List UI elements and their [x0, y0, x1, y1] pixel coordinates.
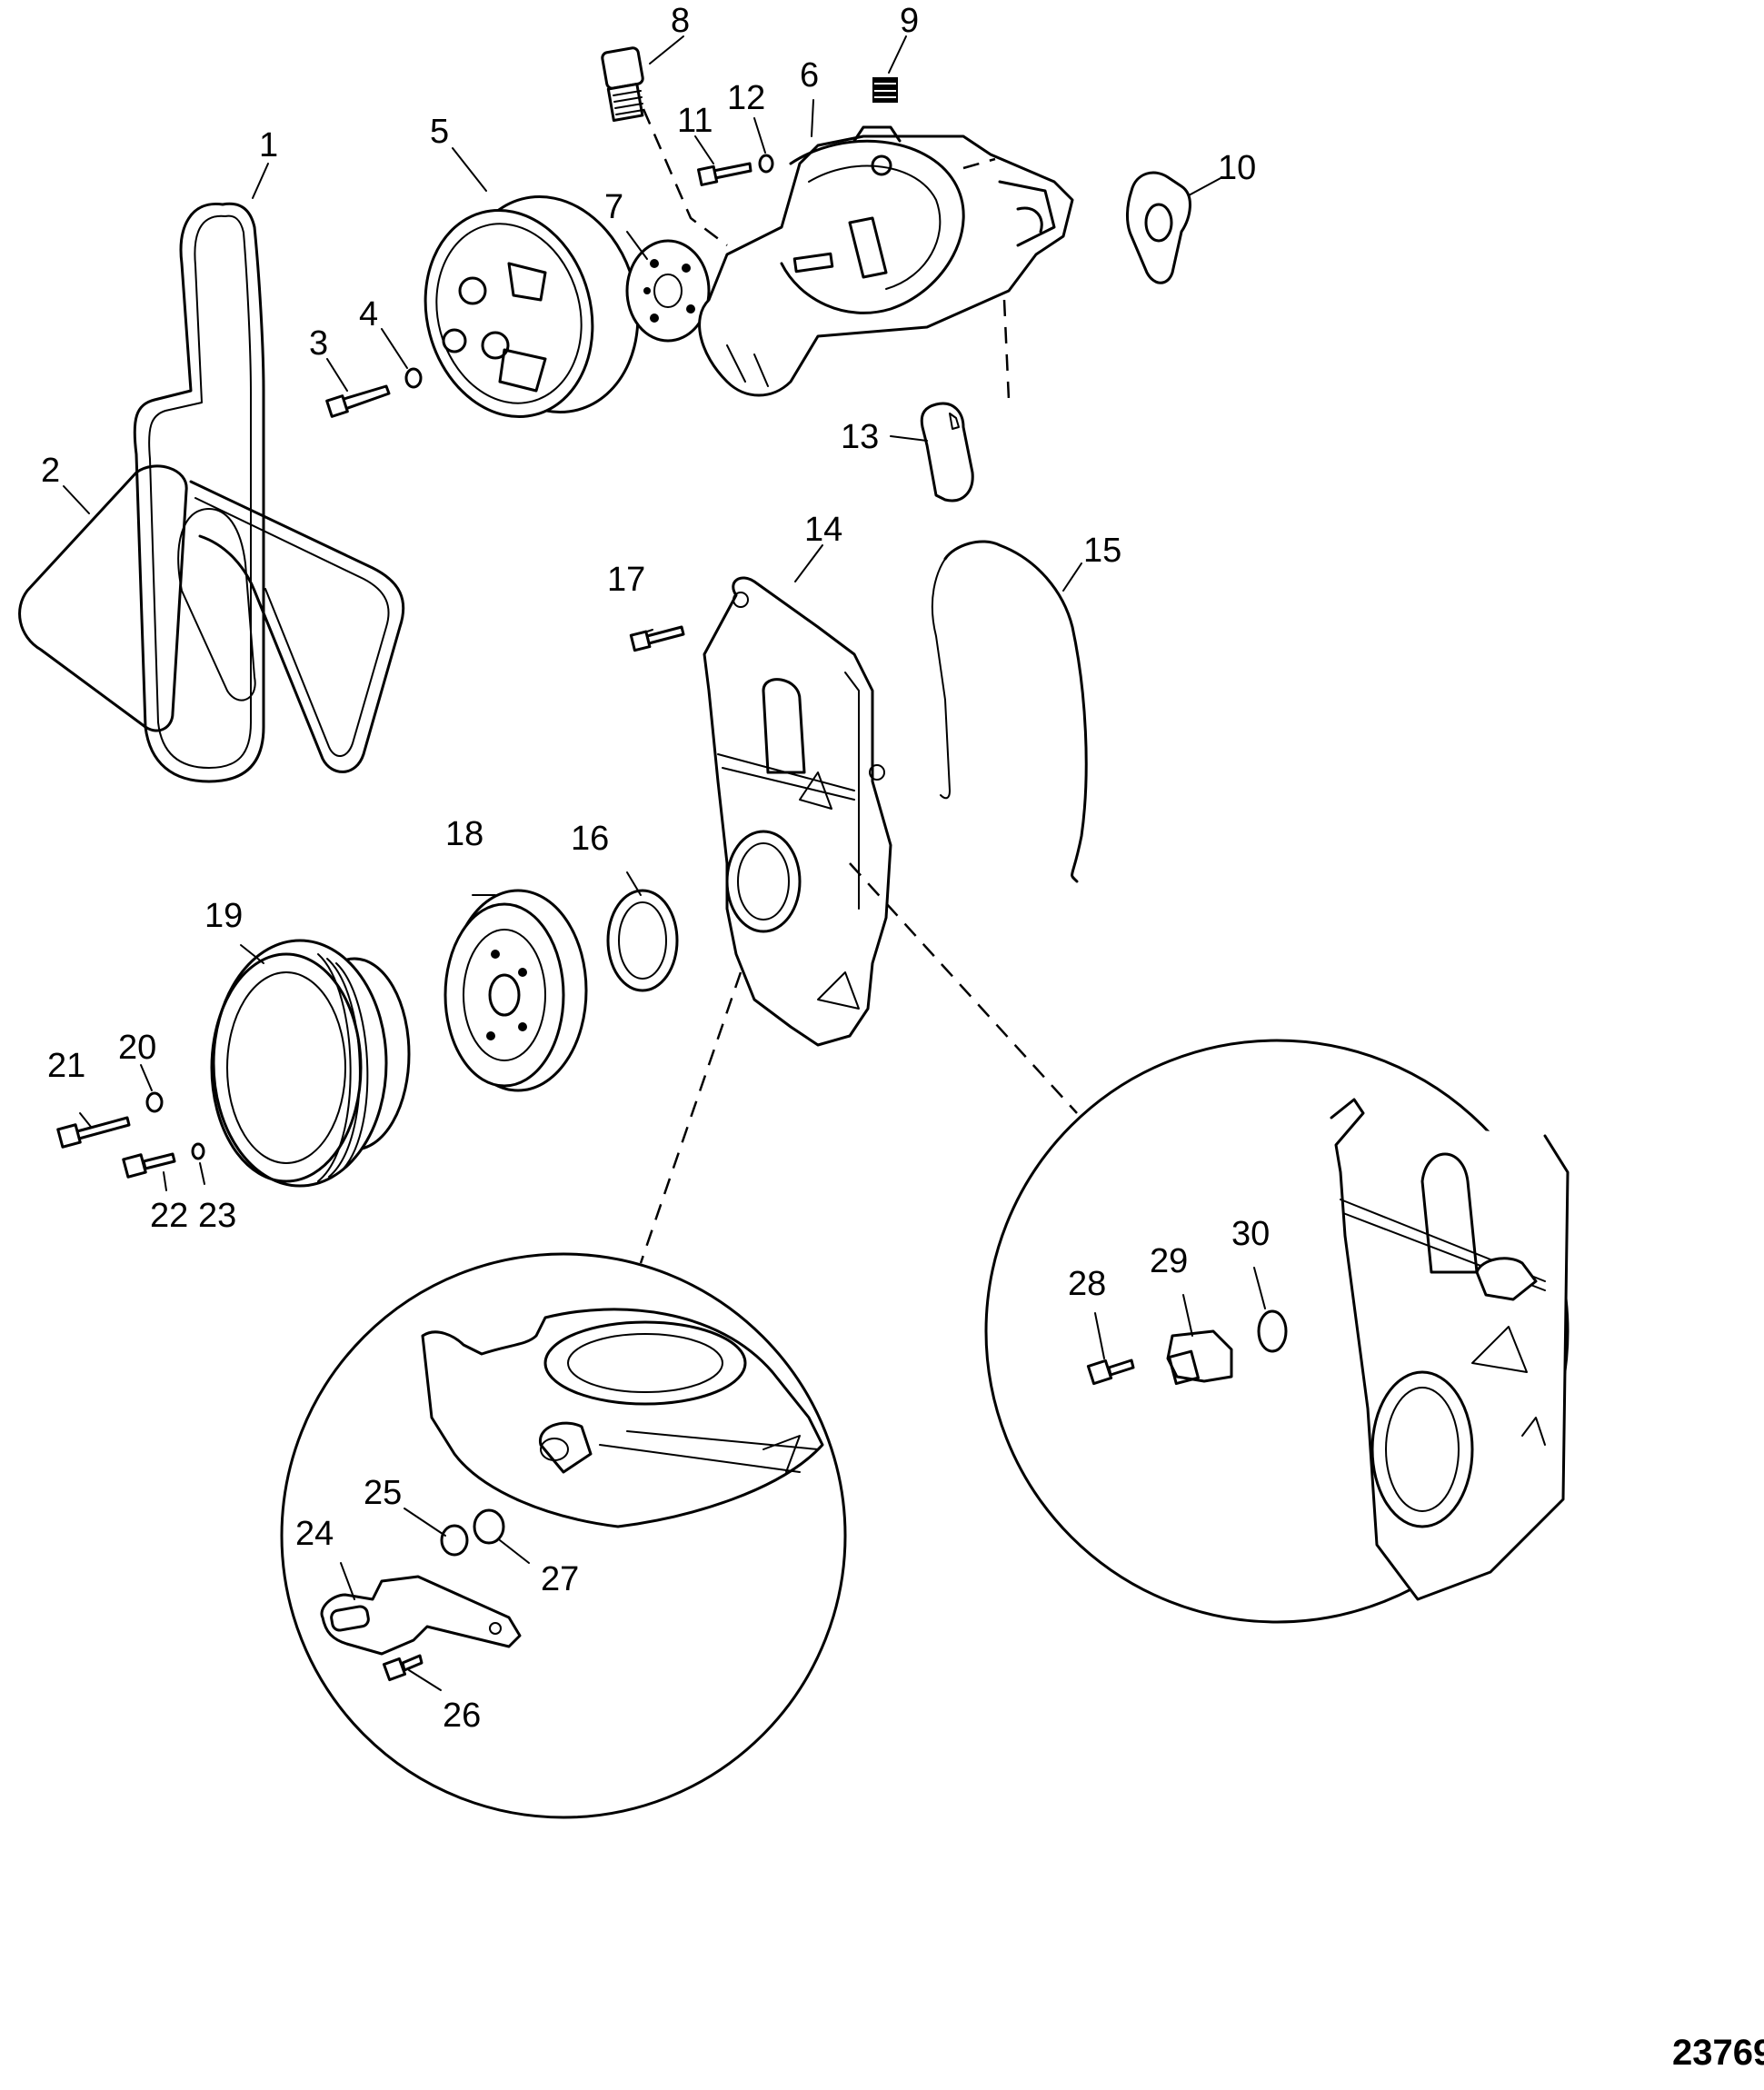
callout-8: 8 [671, 2, 690, 40]
callout-20: 20 [118, 1029, 156, 1067]
guide-line-clip [1002, 299, 1011, 401]
washer-part-12 [758, 154, 774, 174]
clip-part-13 [920, 402, 974, 503]
bolt-part-11 [697, 162, 752, 186]
callout-22: 22 [150, 1197, 188, 1235]
callout-11: 11 [677, 102, 713, 140]
gasket-part-10 [1126, 171, 1191, 284]
callout-17: 17 [607, 561, 645, 599]
bolt-part-21 [56, 1116, 131, 1149]
guide-line-fitting [642, 108, 728, 246]
callout-5: 5 [430, 113, 449, 151]
o-ring-part-30 [1257, 1309, 1288, 1353]
washer-part-23 [191, 1142, 205, 1160]
o-ring-part-25 [440, 1524, 469, 1557]
figure-number: 23769 [1672, 2033, 1764, 2073]
callout-30: 30 [1231, 1215, 1270, 1253]
washer-part-20 [145, 1091, 164, 1113]
water-pump-part [698, 125, 1074, 397]
bolt-part-17 [629, 625, 685, 652]
callout-7: 7 [604, 188, 623, 226]
callout-10: 10 [1218, 149, 1256, 187]
washer-part-4 [404, 367, 423, 389]
hub-flange-part [625, 239, 711, 343]
drive-belt-part [18, 464, 405, 773]
callout-6: 6 [800, 56, 819, 95]
callout-4: 4 [359, 295, 378, 333]
water-pump-pulley-part [424, 195, 640, 418]
callout-24: 24 [295, 1515, 334, 1553]
callout-28: 28 [1068, 1265, 1106, 1303]
detail-view-left [280, 1252, 847, 1819]
callout-18: 18 [445, 815, 483, 853]
cover-gasket-part [931, 540, 1088, 883]
leader-lines [63, 35, 1266, 1691]
guide-line-left-detail [639, 971, 742, 1264]
callout-25: 25 [364, 1474, 402, 1512]
callout-16: 16 [571, 820, 609, 858]
bolt-part-22 [122, 1152, 176, 1179]
callout-27: 27 [541, 1560, 579, 1598]
callout-26: 26 [443, 1697, 481, 1735]
harmonic-balancer-part [443, 889, 588, 1092]
callout-23: 23 [198, 1197, 236, 1235]
guide-line-pump [962, 157, 996, 170]
crankshaft-pulley-part [210, 939, 411, 1188]
callout-15: 15 [1083, 532, 1121, 570]
bolt-part-3 [325, 384, 391, 418]
guide-line-right-detail [849, 862, 1078, 1114]
crankshaft-seal-part [606, 889, 679, 992]
callout-2: 2 [41, 452, 60, 490]
callout-12: 12 [727, 79, 765, 117]
timing-cover-part [703, 576, 892, 1047]
callout-21: 21 [47, 1047, 85, 1085]
hose-fitting-part [601, 46, 644, 123]
callout-19: 19 [204, 897, 243, 935]
callout-3: 3 [309, 324, 328, 363]
callout-14: 14 [804, 511, 842, 549]
o-ring-part-27 [473, 1508, 505, 1545]
callout-labels: 1 2 3 4 5 6 7 8 9 10 11 12 13 14 15 16 1… [41, 2, 1270, 1735]
callout-1: 1 [259, 126, 278, 164]
detail-view-right [984, 1039, 1570, 1624]
callout-13: 13 [841, 418, 879, 456]
pipe-plug-part [872, 77, 898, 103]
serpentine-belt-part [133, 202, 265, 783]
callout-9: 9 [900, 2, 919, 40]
callout-29: 29 [1150, 1242, 1188, 1280]
